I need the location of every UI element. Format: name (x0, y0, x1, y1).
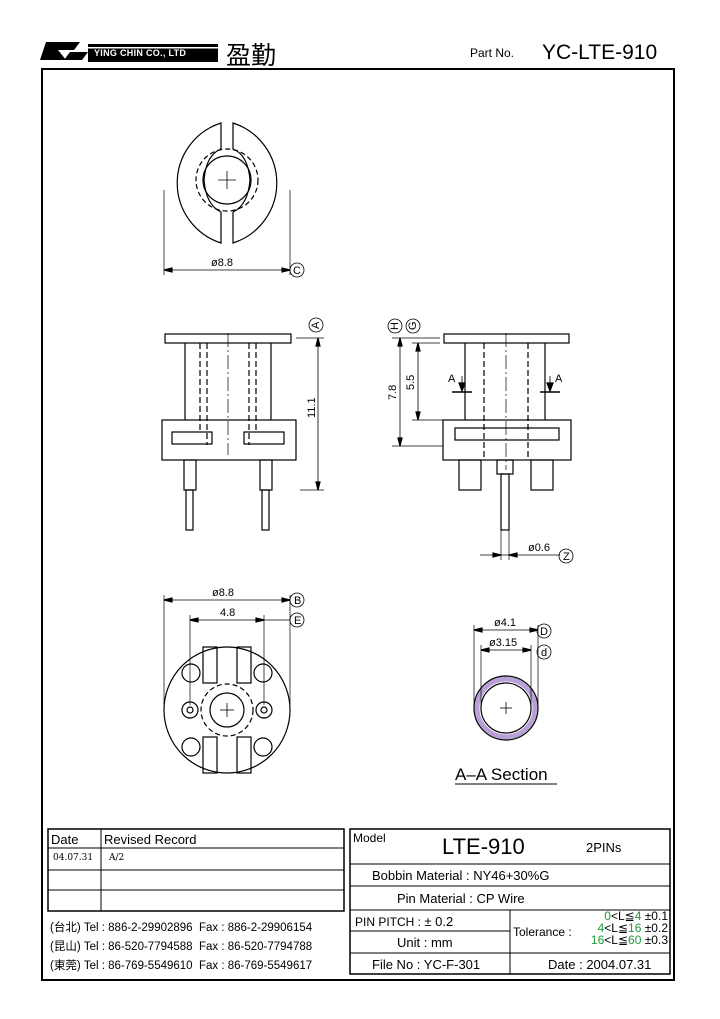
bobbin-material-label: Bobbin Material : (372, 868, 470, 883)
company-logo (40, 38, 220, 64)
pin-pitch-label: PIN PITCH : (355, 915, 422, 929)
top-view-ref: C (293, 265, 301, 277)
revision-col-record: Revised Record (104, 832, 197, 847)
bottom-view (163, 592, 305, 774)
contact-tel: Tel : 86-769-5549610 (83, 960, 193, 972)
company-cn-name: 盈勤 (226, 41, 277, 70)
pin-pitch-row: PIN PITCH : ± 0.2 (355, 914, 453, 929)
contact-fax: Fax : 86-769-5549617 (198, 960, 313, 972)
tolerance-value: ±0.3 (644, 933, 668, 947)
tolerance-row: 4<L≦16 ±0.2 (576, 922, 668, 934)
bottom-pitch: 4.8 (220, 607, 235, 619)
section-ref-d-lower: d (541, 647, 547, 659)
section-inner-dia: ø3.15 (489, 637, 517, 649)
contact-row: (昆山) Tel : 86-520-7794588 Fax : 86-520-7… (50, 938, 312, 954)
bobbin-material-value: NY46+30%G (473, 868, 550, 883)
contact-city: (台北) (50, 922, 81, 934)
file-no-value: YC-F-301 (423, 957, 481, 972)
company-name: YING CHIN CO., LTD (94, 48, 187, 58)
bottom-ref-b: B (294, 595, 301, 607)
pin-material-value: CP Wire (476, 891, 525, 906)
front-view (387, 318, 574, 564)
tolerance-value: ±0.2 (644, 921, 668, 935)
model-value: LTE-910 (442, 834, 525, 859)
front-ref-g: G (407, 321, 419, 330)
file-no-label: File No : (372, 957, 421, 972)
tolerance-value: ±0.1 (644, 909, 668, 923)
tolerance-range-b: 16 (628, 921, 642, 935)
part-no-value: YC-LTE-910 (542, 41, 658, 64)
tolerance-range-a: 0 (604, 909, 611, 923)
pin-diameter: ø0.6 (528, 542, 550, 554)
tolerance-op: <L≦ (610, 909, 635, 923)
tolerance-row: 16<L≦60 ±0.3 (566, 934, 668, 946)
side-ref-a: A (310, 321, 322, 329)
date-value: 2004.07.31 (586, 957, 652, 972)
date-label: Date : (548, 957, 583, 972)
tolerance-range-a: 16 (590, 933, 605, 947)
revision-row-record: A/2 (109, 853, 125, 863)
contact-row: (東莞) Tel : 86-769-5549610 Fax : 86-769-5… (50, 957, 312, 973)
contact-fax: Fax : 86-520-7794788 (198, 941, 313, 953)
pin-count: 2PINs (586, 840, 622, 855)
revision-col-date: Date (51, 832, 79, 847)
front-height-55: 5.5 (405, 375, 417, 390)
tolerance-label: Tolerance : (513, 925, 572, 939)
revision-row-date: 04.07.31 (53, 853, 94, 863)
section-outer-dia: ø4.1 (494, 617, 516, 629)
a-a-section-view (455, 623, 557, 785)
bobbin-material-row: Bobbin Material : NY46+30%G (372, 868, 549, 883)
tolerance-op: <L≦ (604, 933, 629, 947)
unit-label: Unit : (397, 935, 428, 950)
bottom-ref-e: E (294, 615, 301, 627)
file-no-row: File No : YC-F-301 (372, 957, 480, 972)
section-mark-left: A (448, 373, 456, 385)
tolerance-op: <L≦ (604, 921, 629, 935)
contact-fax: Fax : 886-2-29906154 (198, 922, 313, 934)
contact-row: (台北) Tel : 886-2-29902896 Fax : 886-2-29… (50, 919, 312, 935)
pin-material-row: Pin Material : CP Wire (397, 891, 525, 906)
section-ref-d-upper: D (540, 626, 548, 638)
date-row: Date : 2004.07.31 (548, 957, 651, 972)
part-no-label: Part No. (470, 46, 515, 60)
model-label: Model (353, 831, 386, 845)
pin-pitch-value: ± 0.2 (424, 914, 454, 929)
tolerance-row: 0<L≦4 ±0.1 (586, 910, 668, 922)
section-title: A–A Section (455, 765, 548, 784)
contact-city: (昆山) (50, 941, 81, 953)
front-height-78: 7.8 (387, 385, 399, 400)
top-view-diameter: ø8.8 (211, 257, 233, 269)
section-mark-right: A (555, 373, 563, 385)
bottom-diameter: ø8.8 (212, 587, 234, 599)
top-view (163, 122, 305, 278)
side-view (161, 317, 324, 531)
pin-ref: Z (563, 551, 570, 563)
contact-city: (東莞) (50, 960, 81, 972)
side-height: 11.1 (306, 397, 318, 418)
contact-tel: Tel : 886-2-29902896 (83, 922, 193, 934)
pin-material-label: Pin Material : (397, 891, 473, 906)
tolerance-range-a: 4 (597, 921, 605, 935)
unit-value: mm (430, 935, 453, 950)
title-block-grid (47, 828, 671, 975)
tolerance-range-b: 4 (634, 909, 642, 923)
unit-row: Unit : mm (397, 935, 453, 950)
tolerance-range-b: 60 (628, 933, 642, 947)
front-ref-h: H (389, 322, 401, 330)
contact-tel: Tel : 86-520-7794588 (83, 941, 193, 953)
